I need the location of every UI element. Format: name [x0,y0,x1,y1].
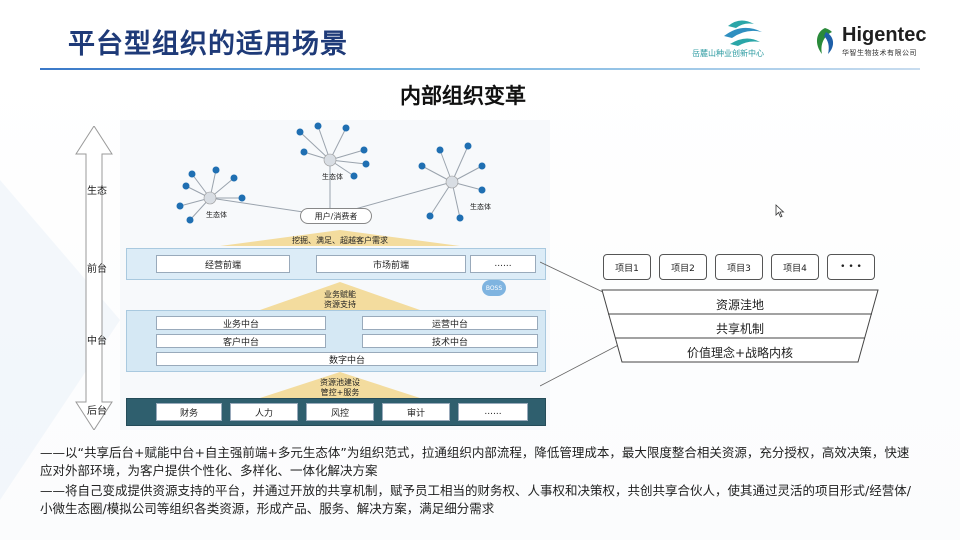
mid-arrow-text-1: 业务赋能 [324,290,356,299]
logo-higentec-subtitle: 华智生物技术有限公司 [842,49,917,57]
back-item-audit: 审计 [382,403,450,421]
vertical-double-arrow [75,126,113,430]
arrow-up-eco [220,230,460,246]
page-title: 平台型组织的适用场景 [68,29,348,60]
mid-item-operations: 运营中台 [362,316,538,330]
project-more: • • • [827,254,875,280]
eco-node-1: 生态体 [206,211,227,219]
back-item-finance: 财务 [156,403,222,421]
back-item-more: ...... [458,403,528,421]
layer-label-middle: 中台 [87,336,107,347]
layer-label-back: 后台 [87,406,107,417]
mid-item-customer: 客户中台 [156,334,326,348]
logo-higentec-name: Higentec [842,24,927,46]
mid-item-technology: 技术中台 [362,334,538,348]
logo-yuelushan [724,20,762,46]
section-title: 内部组织变革 [400,84,526,108]
funnel-shape [601,289,879,363]
front-item-more: ...... [470,255,536,273]
paragraph-1: ——以“共享后台+赋能中台+自主强前端+多元生态体”为组织范式，拉通组织内部流程… [40,445,910,478]
back-arrow-text-1: 资源池建设 [320,378,360,387]
layer-label-front: 前台 [87,264,107,275]
eco-arrow-text: 挖掘、满足、超越客户需求 [292,236,388,245]
user-consumer-node: 用户/消费者 [300,208,372,224]
arrow-up-back [260,372,420,398]
eco-node-2: 生态体 [322,173,343,181]
funnel-resource-pool: 资源洼地 [715,298,764,312]
project-2: 项目2 [659,254,707,280]
back-arrow-text-2: 管控+服务 [320,388,360,397]
boss-badge: BOSS [482,280,506,296]
back-item-hr: 人力 [230,403,298,421]
mid-item-digital: 数字中台 [156,352,538,366]
funnel-sharing-mechanism: 共享机制 [715,322,764,336]
back-item-risk: 风控 [306,403,374,421]
project-4: 项目4 [771,254,819,280]
front-item-market: 市场前端 [316,255,466,273]
mid-arrow-text-2: 资源支持 [324,300,356,309]
layer-label-ecosystem: 生态 [87,186,107,197]
header-divider [40,68,920,70]
platform-diagram: 生态 前台 中台 后台 [70,120,550,430]
project-3: 项目3 [715,254,763,280]
funnel-value-strategy: 价值理念+战略内核 [686,346,794,360]
logo-yuelushan-text: 岳麓山种业创新中心 [692,49,764,58]
arrow-up-mid [260,282,420,310]
background-decoration [0,180,120,500]
front-item-operations: 经营前端 [156,255,290,273]
mouse-cursor-icon [775,204,785,218]
mid-item-business: 业务中台 [156,316,326,330]
eco-node-3: 生态体 [470,203,491,211]
logo-higentec-icon [816,28,834,54]
project-1: 项目1 [603,254,651,280]
paragraph-2: ——将自己变成提供资源支持的平台，并通过开放的共享机制，赋予员工相当的财务权、人… [40,483,911,516]
